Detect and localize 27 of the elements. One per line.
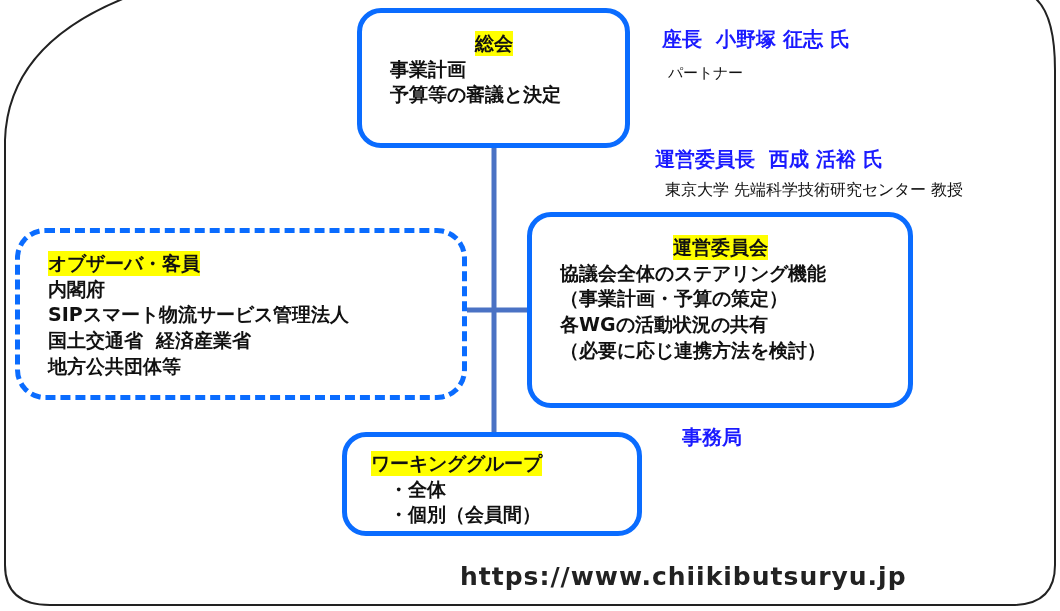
observer-box [15,228,467,400]
item-text: （事業計画・予算の策定） [560,286,788,311]
heading-text: オブザーバ・客員 [48,251,200,276]
connector-line [467,307,527,313]
item-text: 予算等の審議と決定 [390,82,561,107]
item-text: ・個別（会員間） [389,502,541,527]
item-text: 地方公共団体等 [48,353,181,379]
chair-name: 運営委員長 西成 活裕 氏 [655,146,883,173]
connector-line [491,148,497,432]
general-assembly-box [357,8,630,148]
item-text: 協議会全体のステアリング機能 [560,260,826,286]
item-text: ・全体 [389,476,446,502]
chair-name: 座長 小野塚 征志 氏 [662,26,850,53]
item-text: SIPスマート物流サービス管理法人 [48,302,349,327]
item-text: 内閣府 [48,276,105,302]
item-text: 国土交通省 経済産業省 [48,327,252,353]
item-text: 各WGの活動状況の共有 [560,311,768,337]
heading-text: ワーキンググループ [371,451,542,476]
affiliation-text: 東京大学 先端科学技術研究センター 教授 [665,180,964,201]
item-text: 事業計画 [390,56,466,82]
item-text: （必要に応じ連携方法を検討） [560,337,826,363]
working-group-box [342,432,642,536]
affiliation-text: パートナー [668,64,743,83]
committee-box [527,212,913,408]
website-url: https://www.chiikibutsuryu.jp [460,562,907,591]
heading-text: 運営委員会 [672,235,768,260]
secretariat-label: 事務局 [682,424,742,451]
